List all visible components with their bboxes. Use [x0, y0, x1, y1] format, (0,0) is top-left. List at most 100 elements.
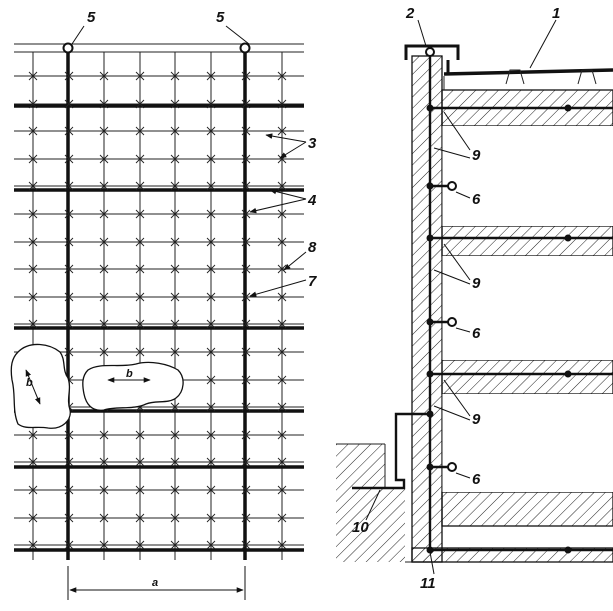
- mesh-tie: [206, 485, 216, 495]
- leader-3b: [279, 141, 307, 159]
- floor-slab-3: [441, 491, 613, 527]
- mesh-tie: [28, 71, 38, 81]
- mesh-tie: [99, 126, 109, 136]
- mesh-tie: [277, 540, 287, 550]
- leader-11: [429, 551, 435, 575]
- mesh-tie: [241, 540, 251, 550]
- label-7: 7: [308, 273, 317, 290]
- label-1: 1: [552, 5, 560, 22]
- mesh-tie: [28, 540, 38, 550]
- mesh-tie: [28, 457, 38, 467]
- mesh-tie: [135, 430, 145, 440]
- mesh-tie: [64, 485, 74, 495]
- mesh-tie: [206, 375, 216, 385]
- mesh-tie: [206, 99, 216, 109]
- label-5-right: 5: [216, 9, 225, 26]
- mesh-tie: [135, 181, 145, 191]
- mesh-tie: [135, 457, 145, 467]
- label-6-mid: 6: [472, 325, 481, 342]
- leader-1: [529, 19, 557, 69]
- mesh-tie: [277, 292, 287, 302]
- mesh-tie: [241, 513, 251, 523]
- opening-shape-left: [10, 343, 71, 429]
- mesh-tie: [64, 99, 74, 109]
- mesh-tie: [277, 71, 287, 81]
- mesh-tie: [241, 457, 251, 467]
- mesh-tie: [241, 237, 251, 247]
- label-2: 2: [405, 5, 415, 22]
- mesh-tie: [99, 347, 109, 357]
- mesh-tie: [64, 154, 74, 164]
- mesh-tie: [170, 209, 180, 219]
- mesh-tie: [277, 319, 287, 329]
- mesh-tie: [170, 99, 180, 109]
- mesh-tie: [64, 209, 74, 219]
- mesh-tie: [28, 292, 38, 302]
- mesh-tie: [241, 209, 251, 219]
- mesh-tie: [170, 430, 180, 440]
- roof-support-1: [505, 69, 525, 85]
- mesh-tie: [277, 181, 287, 191]
- mesh-tie: [206, 457, 216, 467]
- mesh-tie: [206, 347, 216, 357]
- room-2: [442, 256, 613, 360]
- ground: [336, 443, 405, 562]
- mesh-tie: [241, 402, 251, 412]
- mesh-tie: [206, 126, 216, 136]
- mesh-tie: [64, 513, 74, 523]
- mesh-tie: [64, 237, 74, 247]
- mesh-tie: [28, 430, 38, 440]
- mesh-tie: [28, 209, 38, 219]
- exterior-wall: [411, 55, 443, 563]
- mesh-tie: [135, 71, 145, 81]
- label-6-bottom: 6: [472, 471, 481, 488]
- dim-b-vertical: b: [26, 377, 33, 389]
- mesh-tie: [206, 513, 216, 523]
- mesh-tie: [64, 264, 74, 274]
- label-4: 4: [307, 192, 317, 209]
- mesh-tie: [277, 513, 287, 523]
- mesh-tie: [135, 154, 145, 164]
- label-9-bottom: 9: [472, 411, 481, 428]
- mesh-tie: [99, 181, 109, 191]
- air-terminal-left: [62, 42, 74, 54]
- mesh-tie: [99, 292, 109, 302]
- dim-b-vertical-line: [25, 369, 41, 405]
- mesh-tie: [99, 457, 109, 467]
- mesh-tie: [206, 292, 216, 302]
- mesh-tie: [206, 71, 216, 81]
- mesh-tie: [135, 292, 145, 302]
- building-section-view: 2 1 9 6 9 6 9 6 10 11: [336, 5, 613, 592]
- mesh-tie: [99, 264, 109, 274]
- mesh-tie: [135, 347, 145, 357]
- mesh-tie: [64, 457, 74, 467]
- mesh-tie: [277, 209, 287, 219]
- label-5-left: 5: [87, 9, 96, 26]
- mesh-tie: [170, 126, 180, 136]
- parapet-air-terminal: [425, 47, 435, 57]
- mesh-tie: [64, 181, 74, 191]
- mesh-tie: [277, 375, 287, 385]
- leader-2: [417, 19, 427, 47]
- mesh-tie: [99, 209, 109, 219]
- mesh-tie: [99, 154, 109, 164]
- mesh-tie: [28, 319, 38, 329]
- leader-5b: [225, 25, 250, 45]
- label-3: 3: [308, 135, 317, 152]
- mesh-tie: [241, 71, 251, 81]
- mesh-tie: [99, 71, 109, 81]
- mesh-tie: [99, 237, 109, 247]
- mesh-tie: [206, 540, 216, 550]
- floor-slab-2: [441, 359, 613, 395]
- mesh-tie: [64, 71, 74, 81]
- mesh-tie: [64, 430, 74, 440]
- mesh-tie: [241, 485, 251, 495]
- mesh-ties: [28, 71, 287, 550]
- room-1: [442, 126, 613, 226]
- mesh-tie: [206, 181, 216, 191]
- label-10: 10: [352, 519, 369, 536]
- mesh-tie: [135, 126, 145, 136]
- mesh-tie: [206, 430, 216, 440]
- earth-conductor: [352, 412, 430, 490]
